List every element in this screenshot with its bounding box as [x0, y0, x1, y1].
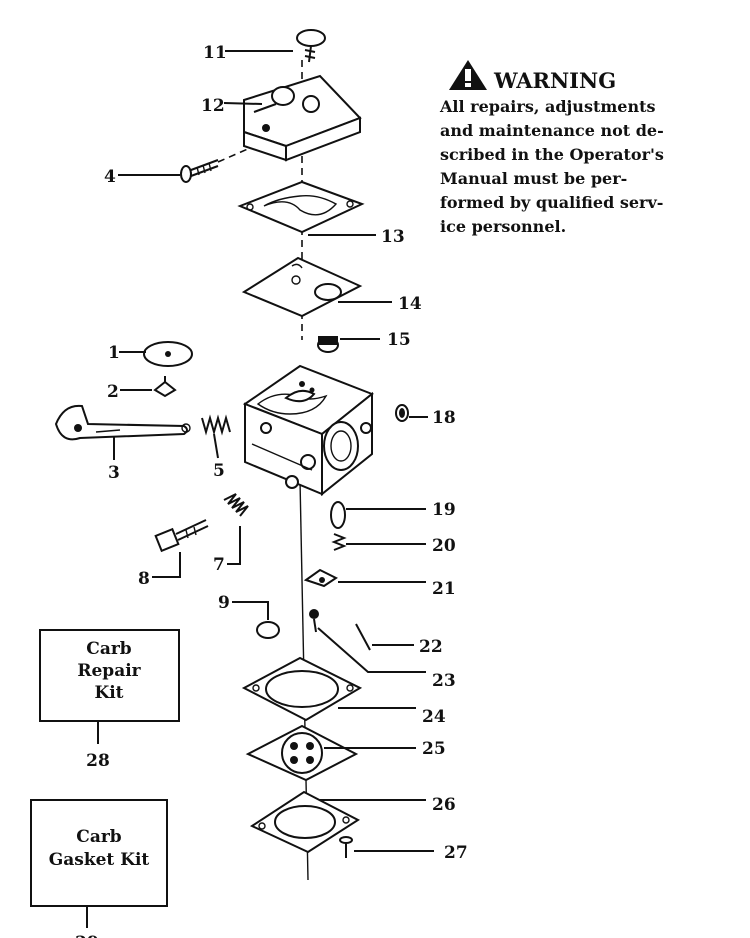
- part-3-lever: [54, 404, 191, 441]
- label-28: 28: [86, 751, 110, 771]
- repair-kit-line-3: Kit: [94, 683, 123, 703]
- label-7: 7: [213, 555, 225, 575]
- part-19-oring: [330, 501, 346, 529]
- gasket-kit-line-2: Gasket Kit: [49, 850, 150, 870]
- label-18: 18: [432, 408, 456, 428]
- leader-8: [152, 552, 181, 578]
- part-14-diaphragm: [241, 256, 363, 318]
- label-21: 21: [432, 579, 456, 599]
- part-12-cover: [243, 74, 362, 162]
- label-15: 15: [387, 330, 411, 350]
- part-8-screw: [154, 519, 209, 553]
- part-13-gasket: [237, 180, 365, 234]
- part-11-screw: [296, 29, 326, 63]
- label-13: 13: [381, 227, 405, 247]
- leader-12: [223, 102, 263, 105]
- part-20-spring: [331, 533, 347, 551]
- part-7-spring: [223, 493, 249, 517]
- leader-9: [232, 601, 269, 620]
- gasket-kit-box: Carb Gasket Kit 29: [30, 799, 168, 938]
- part-27-screw: [339, 836, 353, 858]
- warning-title: WARNING: [493, 68, 616, 93]
- label-8: 8: [138, 569, 150, 589]
- label-29: 29: [75, 933, 99, 938]
- label-24: 24: [422, 707, 446, 727]
- part-1-disc: [143, 341, 193, 367]
- warning-block: WARNING All repairs, adjustments and mai…: [439, 60, 664, 236]
- part-24-gasket: [241, 656, 363, 722]
- warning-line-2: and maintenance not de-: [440, 121, 664, 140]
- part-4-screw: [180, 147, 251, 183]
- label-27: 27: [444, 843, 468, 863]
- repair-kit-box: Carb Repair Kit 28: [39, 629, 180, 771]
- leader-5: [213, 433, 219, 459]
- label-2: 2: [107, 382, 119, 402]
- part-18-ring: [395, 404, 409, 422]
- warning-line-5: formed by qualified serv-: [440, 193, 663, 212]
- label-4: 4: [104, 167, 116, 187]
- part-26-cover: [249, 790, 360, 854]
- part-9-plug: [256, 621, 280, 639]
- label-5: 5: [213, 461, 225, 481]
- label-11: 11: [203, 43, 227, 63]
- label-26: 26: [432, 795, 456, 815]
- warning-line-3: scribed in the Operator's: [440, 145, 664, 164]
- label-22: 22: [419, 637, 443, 657]
- label-23: 23: [432, 671, 456, 691]
- warning-line-6: ice personnel.: [440, 217, 566, 236]
- label-9: 9: [218, 593, 230, 613]
- label-14: 14: [398, 294, 422, 314]
- label-25: 25: [422, 739, 446, 759]
- part-15-plug: [317, 336, 339, 353]
- part-5-spring: [201, 414, 231, 436]
- carburetor-body: [242, 364, 374, 497]
- part-23-screw: [309, 609, 319, 633]
- repair-kit-line-1: Carb: [86, 639, 132, 659]
- leader-7: [227, 526, 241, 565]
- label-20: 20: [432, 536, 456, 556]
- warning-line-1: All repairs, adjustments: [439, 97, 655, 116]
- warning-triangle-icon: [449, 60, 487, 90]
- part-21-lever: [303, 568, 338, 588]
- warning-line-4: Manual must be per-: [440, 169, 627, 188]
- repair-kit-line-2: Repair: [77, 661, 141, 681]
- part-22-pin: [355, 623, 371, 651]
- label-19: 19: [432, 500, 456, 520]
- leader-23: [317, 627, 426, 673]
- part-2-needle: [153, 376, 177, 398]
- label-3: 3: [108, 463, 120, 483]
- label-12: 12: [201, 96, 225, 116]
- gasket-kit-line-1: Carb: [76, 827, 122, 847]
- part-25-plate: [245, 724, 359, 782]
- label-1: 1: [108, 343, 120, 363]
